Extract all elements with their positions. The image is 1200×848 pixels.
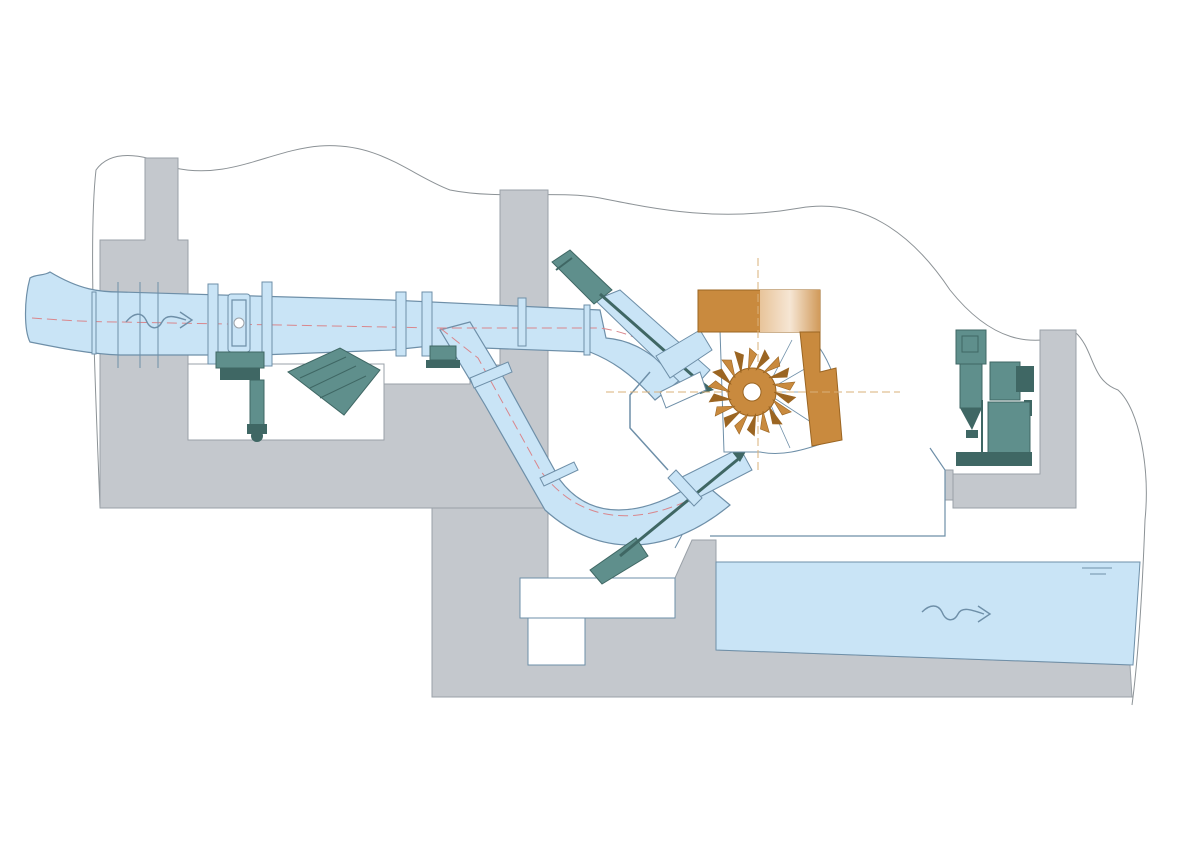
runner-bucket — [746, 413, 757, 437]
water-surface-marks — [1082, 567, 1112, 575]
runner-bucket — [707, 380, 731, 393]
distributor-pipe — [439, 321, 731, 546]
runner-bucket — [734, 413, 749, 435]
headrace-penstock — [24, 271, 681, 401]
distributor-flanges — [469, 361, 579, 487]
runner-bucket — [760, 410, 770, 433]
inflow-arrow — [125, 311, 194, 329]
runner-bucket — [734, 351, 744, 374]
tailrace-channel — [715, 561, 1141, 666]
tailrace-arrow — [921, 605, 992, 623]
drain-valve — [426, 345, 460, 368]
valve-servomotor — [215, 351, 267, 442]
distributor-centerline — [439, 327, 706, 517]
generator-shaft-housing — [697, 289, 843, 447]
runner-bucket — [714, 405, 736, 417]
runner-bucket — [721, 359, 736, 379]
pipe-flanges — [91, 281, 591, 367]
runner-bucket — [773, 391, 797, 404]
hydraulic-power-unit — [955, 329, 1034, 466]
dismantling-opening — [519, 577, 676, 619]
runner-shaft — [742, 382, 762, 402]
runner-bucket — [772, 399, 792, 416]
runner-bucket — [712, 368, 732, 385]
rock-outline — [92, 145, 1147, 706]
bypass-valve — [287, 347, 381, 416]
pelton-runner — [707, 347, 797, 437]
runner-bucket — [708, 393, 732, 403]
upper-injector — [551, 249, 714, 409]
runner-bucket — [768, 405, 783, 425]
right-floor-step — [944, 469, 954, 501]
main-inlet-valve — [227, 293, 251, 353]
runner-bucket — [762, 356, 781, 374]
runner-bucket — [768, 367, 790, 379]
runner-bucket — [755, 349, 770, 371]
pipe-support-ticks — [117, 282, 159, 368]
right-concrete-pier — [952, 329, 1077, 509]
drain-pit — [527, 617, 586, 666]
hall-floor-line — [710, 447, 946, 537]
lower-injector — [589, 444, 753, 585]
runner-bucket — [772, 381, 796, 391]
injector-frame — [629, 371, 669, 471]
runner-bucket — [747, 347, 758, 371]
runner-bucket — [723, 410, 742, 428]
